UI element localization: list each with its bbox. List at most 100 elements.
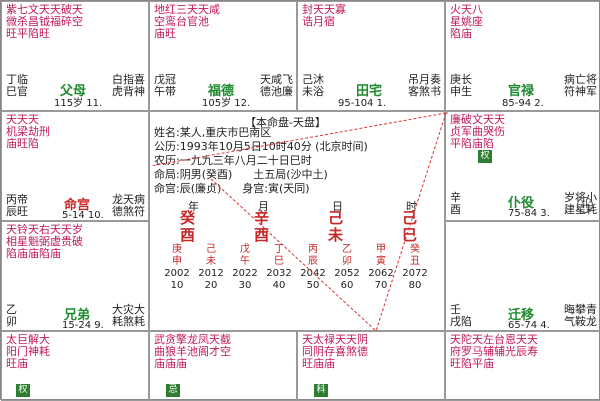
palace-career[interactable]: 火天八 星姚座 陷庙 庚长 申生 官禄 85-94 2. 病亡将 符神军 [445, 1, 600, 111]
fortune-branch: 午 [240, 256, 250, 267]
fortune-stem: 乙 [342, 244, 352, 255]
fortune-branch: 未 [206, 256, 216, 267]
power-badge: 权 [16, 384, 30, 397]
fortune-branch: 寅 [376, 256, 386, 267]
pillar-stem: 己 [328, 209, 344, 227]
fortune-year: 2022 [232, 268, 258, 279]
dipper-icon: 斗 [577, 197, 593, 213]
fortune-year: 2012 [198, 268, 224, 279]
palace-name: 福德 [208, 84, 235, 99]
palace-stem: 丁临 巳官 [6, 73, 28, 98]
birth-info: 姓名:某人,重庆市巴南区 公历:1993年10月5日10时40分 (北京时间) … [154, 126, 368, 195]
fortune-stem: 丁 [274, 244, 284, 255]
palace-name: 命宫 [64, 198, 91, 213]
fortune-year: 2062 [368, 268, 394, 279]
fortune-age: 60 [340, 280, 354, 291]
palace-range: 75-84 3. [508, 208, 550, 219]
palace-range: 85-94 2. [502, 98, 544, 109]
fortune-year: 2002 [164, 268, 190, 279]
palace-name: 仆役 [508, 196, 535, 211]
palace-stem: 壬 戌陷 [450, 303, 472, 328]
fortune-age: 80 [408, 280, 422, 291]
fortune-year: 2032 [266, 268, 292, 279]
fortune-stem: 戊 [240, 244, 250, 255]
palace-fortune[interactable]: 地红三天天咸 空鸾台官池 庙旺 戊冠 午带 福德 105岁 12. 天咸飞 德池… [149, 1, 297, 111]
pillar-hour: 己 巳 [402, 210, 417, 244]
palace-parents[interactable]: 紫七文天天破天 微杀昌钺福碎空 旺平陷旺 丁临 巳官 父母 115岁 11. 白… [1, 1, 149, 111]
palace-property[interactable]: 封天天寡 诰月宿 己沐 未浴 田宅 95-104 1. 吊月奏 客煞书 [297, 1, 445, 111]
palace-bottom-4[interactable]: 天陀天左台恩天天 府罗马辅辅光辰寿 旺陷平庙 [445, 331, 600, 401]
star-list: 天天天 机梁劫刑 庙旺陷 [6, 113, 50, 150]
star-list: 紫七文天天破天 微杀昌钺福碎空 旺平陷旺 [6, 3, 83, 40]
palace-range: 115岁 11. [54, 98, 103, 109]
palace-travel[interactable]: 壬 戌陷 迁移 65-74 4. 晦攀青 气鞍龙 [445, 221, 600, 331]
star-list: 天铃天右天天岁 相星魁弼虚贵破 陷庙庙陷庙 [6, 223, 83, 260]
palace-side: 病亡将 符神军 [564, 73, 597, 98]
fortune-branch: 巳 [274, 256, 284, 267]
palace-range: 105岁 12. [202, 98, 251, 109]
pillar-stem: 癸 [180, 209, 196, 227]
palace-life[interactable]: 天天天 机梁劫刑 庙旺陷 丙帝 辰旺 命宫 5-14 10. 龙天病 德煞符 [1, 111, 149, 221]
pillar-branch: 酉 [180, 226, 196, 244]
star-list: 封天天寡 诰月宿 [302, 3, 346, 28]
pillar-month: 辛 酉 [254, 210, 269, 244]
fortune-stem: 庚 [172, 244, 182, 255]
palace-stem: 丙帝 辰旺 [6, 193, 28, 218]
palace-range: 65-74 4. [508, 320, 550, 331]
fortune-age: 50 [306, 280, 320, 291]
palace-stem: 辛 酉 [450, 191, 461, 216]
pillar-day: 己 未 [328, 210, 343, 244]
star-list: 火天八 星姚座 陷庙 [450, 3, 483, 40]
palace-side: 白指喜 虎背神 [112, 73, 145, 98]
fortune-age: 20 [204, 280, 218, 291]
palace-name: 官禄 [508, 84, 535, 99]
fortune-stem: 甲 [376, 244, 386, 255]
pillar-branch: 巳 [402, 226, 418, 244]
palace-name: 父母 [60, 84, 87, 99]
palace-stem: 戊冠 午带 [154, 73, 176, 98]
palace-range: 15-24 9. [62, 320, 104, 331]
palace-bottom-3[interactable]: 天太禄天天阴 同阴存喜煞德 旺庙庙 科 [297, 331, 445, 401]
power-badge: 权 [478, 150, 492, 163]
fame-badge: 科 [314, 384, 328, 397]
fortune-stem: 己 [206, 244, 216, 255]
palace-side: 龙天病 德煞符 [112, 193, 145, 218]
fortune-age: 30 [238, 280, 252, 291]
pillar-label-year: 年 [188, 200, 199, 213]
palace-range: 5-14 10. [62, 210, 104, 221]
palace-name: 田宅 [356, 84, 383, 99]
palace-name: 迁移 [508, 308, 535, 323]
fortune-year: 2042 [300, 268, 326, 279]
star-list: 太巨解大 阳门神耗 旺庙 [6, 333, 50, 370]
pillar-year: 癸 酉 [180, 210, 195, 244]
palace-bottom-2[interactable]: 武贪擎龙凤天截 曲狼羊池阁才空 庙庙庙 忌 [149, 331, 297, 401]
palace-side: 天咸飞 德池廉 [260, 73, 293, 98]
pillar-branch: 未 [328, 226, 344, 244]
fortune-year: 2072 [402, 268, 428, 279]
fortune-age: 40 [272, 280, 286, 291]
taboo-badge: 忌 [166, 384, 180, 397]
palace-stem: 乙 卯 [6, 303, 17, 328]
palace-stem: 庚长 申生 [450, 73, 472, 98]
fortune-age: 70 [374, 280, 388, 291]
palace-name: 兄弟 [64, 308, 91, 323]
fortune-branch: 丑 [410, 256, 420, 267]
star-list: 地红三天天咸 空鸾台官池 庙旺 [154, 3, 220, 40]
palace-side: 大灾大 耗煞耗 [112, 303, 145, 328]
fortune-year: 2052 [334, 268, 360, 279]
pillar-stem: 己 [402, 209, 418, 227]
fortune-branch: 辰 [308, 256, 318, 267]
palace-siblings[interactable]: 天铃天右天天岁 相星魁弼虚贵破 陷庙庙陷庙 乙 卯 兄弟 15-24 9. 大灾… [1, 221, 149, 331]
palace-stem: 己沐 未浴 [302, 73, 324, 98]
fortune-branch: 卯 [342, 256, 352, 267]
palace-bottom-1[interactable]: 太巨解大 阳门神耗 旺庙 权 [1, 331, 149, 401]
